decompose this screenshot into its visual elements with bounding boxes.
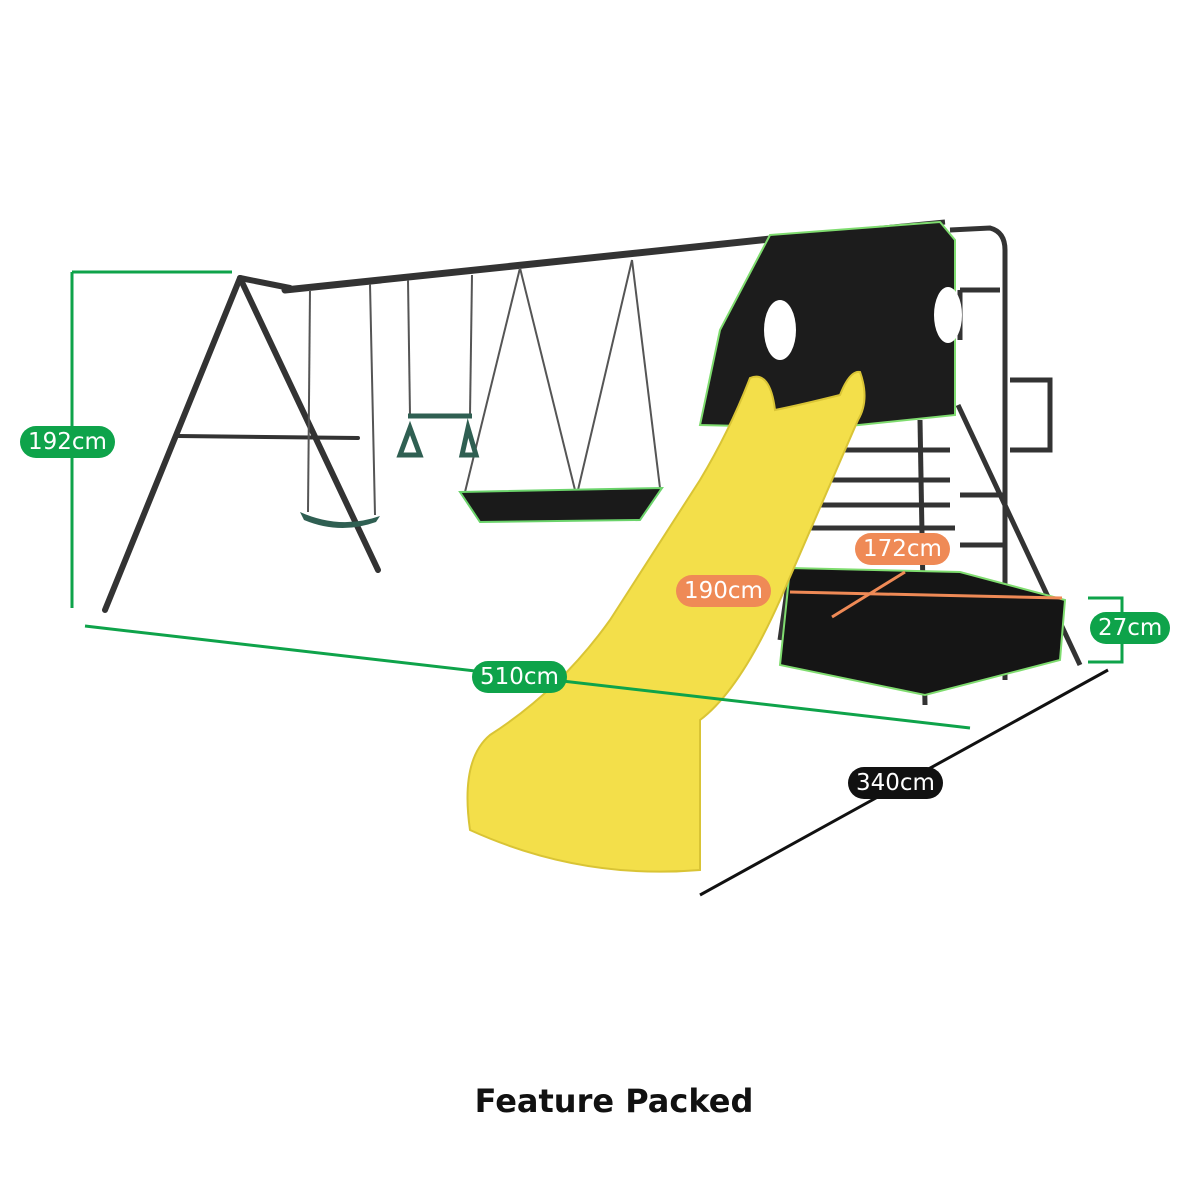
canopy-window-right	[934, 287, 962, 343]
belt-swing-seat	[300, 512, 380, 529]
trapeze-bar	[396, 413, 480, 458]
swing-frame	[102, 234, 784, 613]
fort-canopy	[698, 220, 956, 430]
width-label: 510cm	[472, 661, 567, 693]
slide	[466, 370, 866, 873]
sandpit-width-label: 190cm	[676, 575, 771, 607]
nest-swing	[458, 486, 664, 524]
sandpit-depth-label: 172cm	[855, 533, 950, 565]
sandpit-height-label: 27cm	[1090, 612, 1171, 644]
height-label: 192cm	[20, 426, 115, 458]
canopy-window-left	[764, 300, 796, 360]
swing-chains	[307, 259, 661, 516]
sandpit	[778, 566, 1067, 697]
depth-label: 340cm	[848, 767, 943, 799]
caption-title: Feature Packed	[474, 1082, 754, 1120]
